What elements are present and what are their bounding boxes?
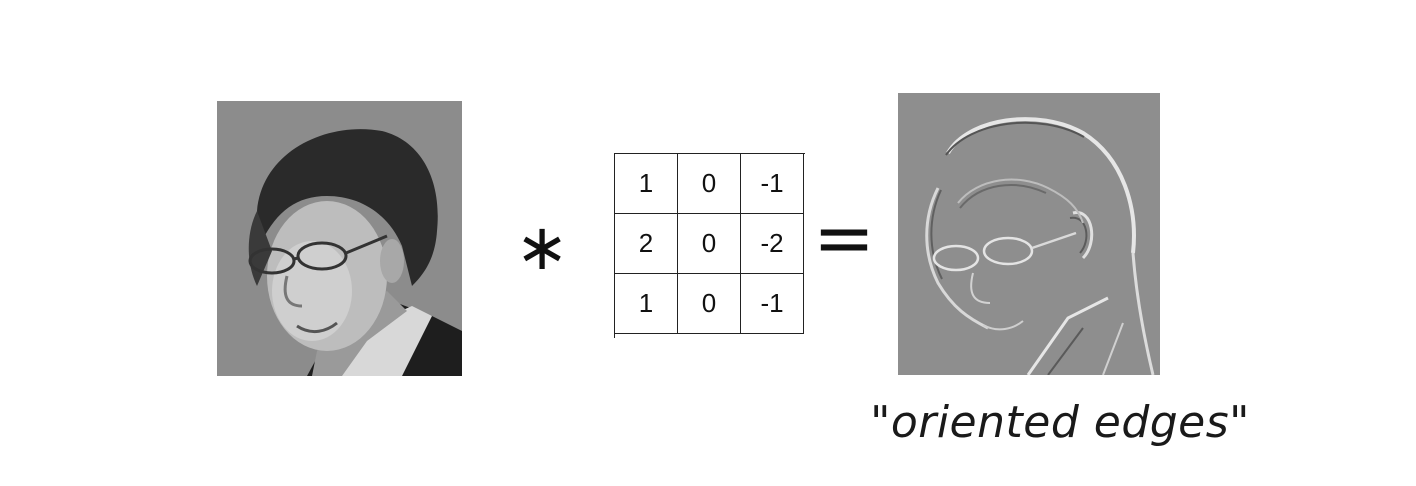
kernel-cell: 0 xyxy=(678,154,741,214)
convolution-operator: ∗ xyxy=(515,211,569,285)
kernel-cell: 1 xyxy=(615,274,678,334)
kernel-cell: -1 xyxy=(741,274,804,334)
kernel-cell: 0 xyxy=(678,274,741,334)
equals-operator: = xyxy=(812,195,875,281)
kernel-cell: -2 xyxy=(741,214,804,274)
output-caption: "oriented edges" xyxy=(870,397,1250,448)
kernel-cell: 1 xyxy=(615,154,678,214)
kernel-cell: -1 xyxy=(741,154,804,214)
input-portrait-image xyxy=(217,101,462,376)
kernel-cell: 0 xyxy=(678,214,741,274)
kernel-cell: 2 xyxy=(615,214,678,274)
output-edge-image xyxy=(898,93,1160,375)
kernel-matrix: 1 0 -1 2 0 -2 1 0 -1 xyxy=(614,153,805,338)
